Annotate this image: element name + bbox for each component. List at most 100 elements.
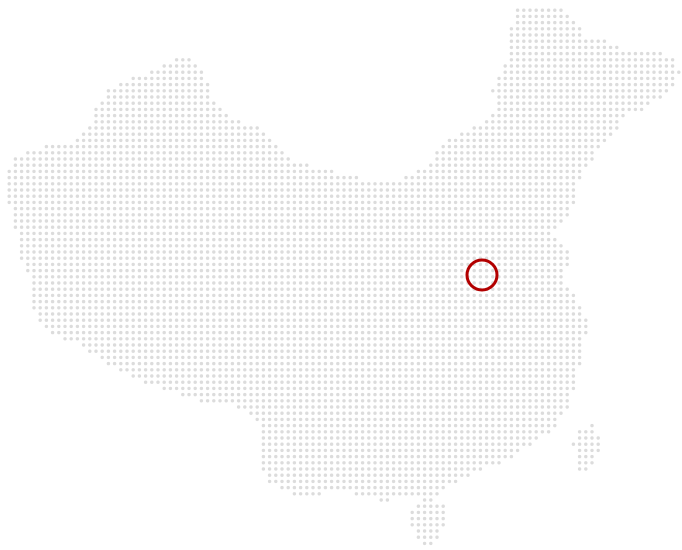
- map-dot: [323, 479, 328, 484]
- map-dot: [88, 306, 92, 310]
- map-dot: [274, 219, 278, 223]
- map-dot: [484, 374, 489, 378]
- location-marker-ring[interactable]: [465, 258, 499, 292]
- map-dot: [391, 343, 396, 347]
- map-dot: [379, 281, 383, 285]
- map-dot: [404, 448, 408, 453]
- map-dot: [373, 318, 377, 322]
- map-dot: [243, 237, 247, 242]
- map-dot: [205, 368, 210, 372]
- map-dot: [509, 138, 514, 143]
- map-dot: [553, 163, 557, 167]
- map-dot: [168, 188, 173, 192]
- map-dot: [119, 262, 123, 267]
- map-dot: [199, 237, 204, 242]
- map-dot: [168, 374, 173, 378]
- map-dot: [162, 275, 166, 279]
- map-dot: [540, 64, 545, 68]
- map-dot: [168, 349, 173, 353]
- map-dot: [497, 312, 501, 316]
- map-dot: [435, 430, 439, 434]
- map-dot: [181, 70, 185, 74]
- map-dot: [125, 89, 129, 93]
- map-dot: [348, 417, 352, 422]
- map-dot: [323, 454, 328, 459]
- map-dot: [69, 244, 73, 248]
- map-dot: [174, 138, 179, 143]
- map-dot: [571, 45, 576, 50]
- map-dot: [205, 169, 210, 174]
- map-dot: [553, 275, 557, 279]
- map-dot: [540, 138, 545, 143]
- map-dot: [323, 485, 328, 490]
- map-dot: [571, 312, 576, 316]
- map-dot: [559, 45, 563, 50]
- map-dot: [13, 213, 18, 217]
- map-dot: [429, 541, 433, 546]
- map-dot: [193, 70, 197, 74]
- map-dot: [509, 82, 514, 87]
- map-dot: [230, 324, 235, 329]
- map-dot: [385, 399, 390, 403]
- map-dot: [503, 430, 507, 434]
- map-dot: [131, 101, 135, 105]
- map-dot: [478, 237, 483, 242]
- map-dot: [267, 268, 272, 273]
- map-dot: [441, 368, 445, 372]
- map-dot: [162, 120, 166, 124]
- map-dot: [565, 392, 569, 397]
- map-dot: [515, 64, 520, 68]
- map-dot: [249, 213, 253, 217]
- map-dot: [255, 275, 259, 279]
- map-dot: [174, 64, 179, 68]
- map-dot: [224, 337, 228, 341]
- map-dot: [466, 132, 470, 136]
- map-dot: [559, 262, 563, 267]
- map-dot: [212, 355, 216, 360]
- map-dot: [422, 349, 427, 353]
- map-dot: [125, 163, 129, 167]
- map-dot: [429, 516, 433, 521]
- map-dot: [255, 151, 259, 155]
- map-dot: [323, 206, 328, 211]
- map-dot: [212, 120, 216, 124]
- map-dot: [162, 225, 166, 229]
- map-dot: [50, 151, 55, 155]
- map-dot: [336, 213, 340, 217]
- map-dot: [509, 58, 514, 62]
- map-dot: [174, 194, 179, 198]
- map-dot: [373, 188, 377, 192]
- map-dot: [590, 113, 594, 118]
- map-dot: [323, 299, 328, 304]
- map-dot: [205, 250, 210, 254]
- map-dot: [106, 107, 111, 112]
- map-dot: [633, 58, 638, 62]
- map-dot: [460, 281, 464, 285]
- map-dot: [466, 386, 470, 391]
- map-dot: [441, 144, 445, 149]
- map-dot: [540, 343, 545, 347]
- map-dot: [230, 120, 235, 124]
- map-dot: [534, 268, 538, 273]
- map-dot: [484, 312, 489, 316]
- map-dot: [305, 219, 309, 223]
- map-dot: [522, 268, 526, 273]
- map-dot: [193, 175, 197, 180]
- map-dot: [348, 355, 352, 360]
- map-dot: [174, 113, 179, 118]
- map-dot: [367, 399, 371, 403]
- map-dot: [106, 275, 111, 279]
- map-dot: [38, 151, 42, 155]
- map-dot: [553, 312, 557, 316]
- map-dot: [218, 368, 222, 372]
- map-dot: [385, 306, 390, 310]
- map-dot: [13, 206, 18, 211]
- map-dot: [577, 355, 582, 360]
- map-dot: [497, 361, 501, 366]
- map-dot: [528, 423, 532, 428]
- map-dot: [38, 275, 42, 279]
- map-dot: [391, 324, 396, 329]
- map-dot: [577, 101, 582, 105]
- map-dot: [422, 516, 427, 521]
- map-dot: [212, 113, 216, 118]
